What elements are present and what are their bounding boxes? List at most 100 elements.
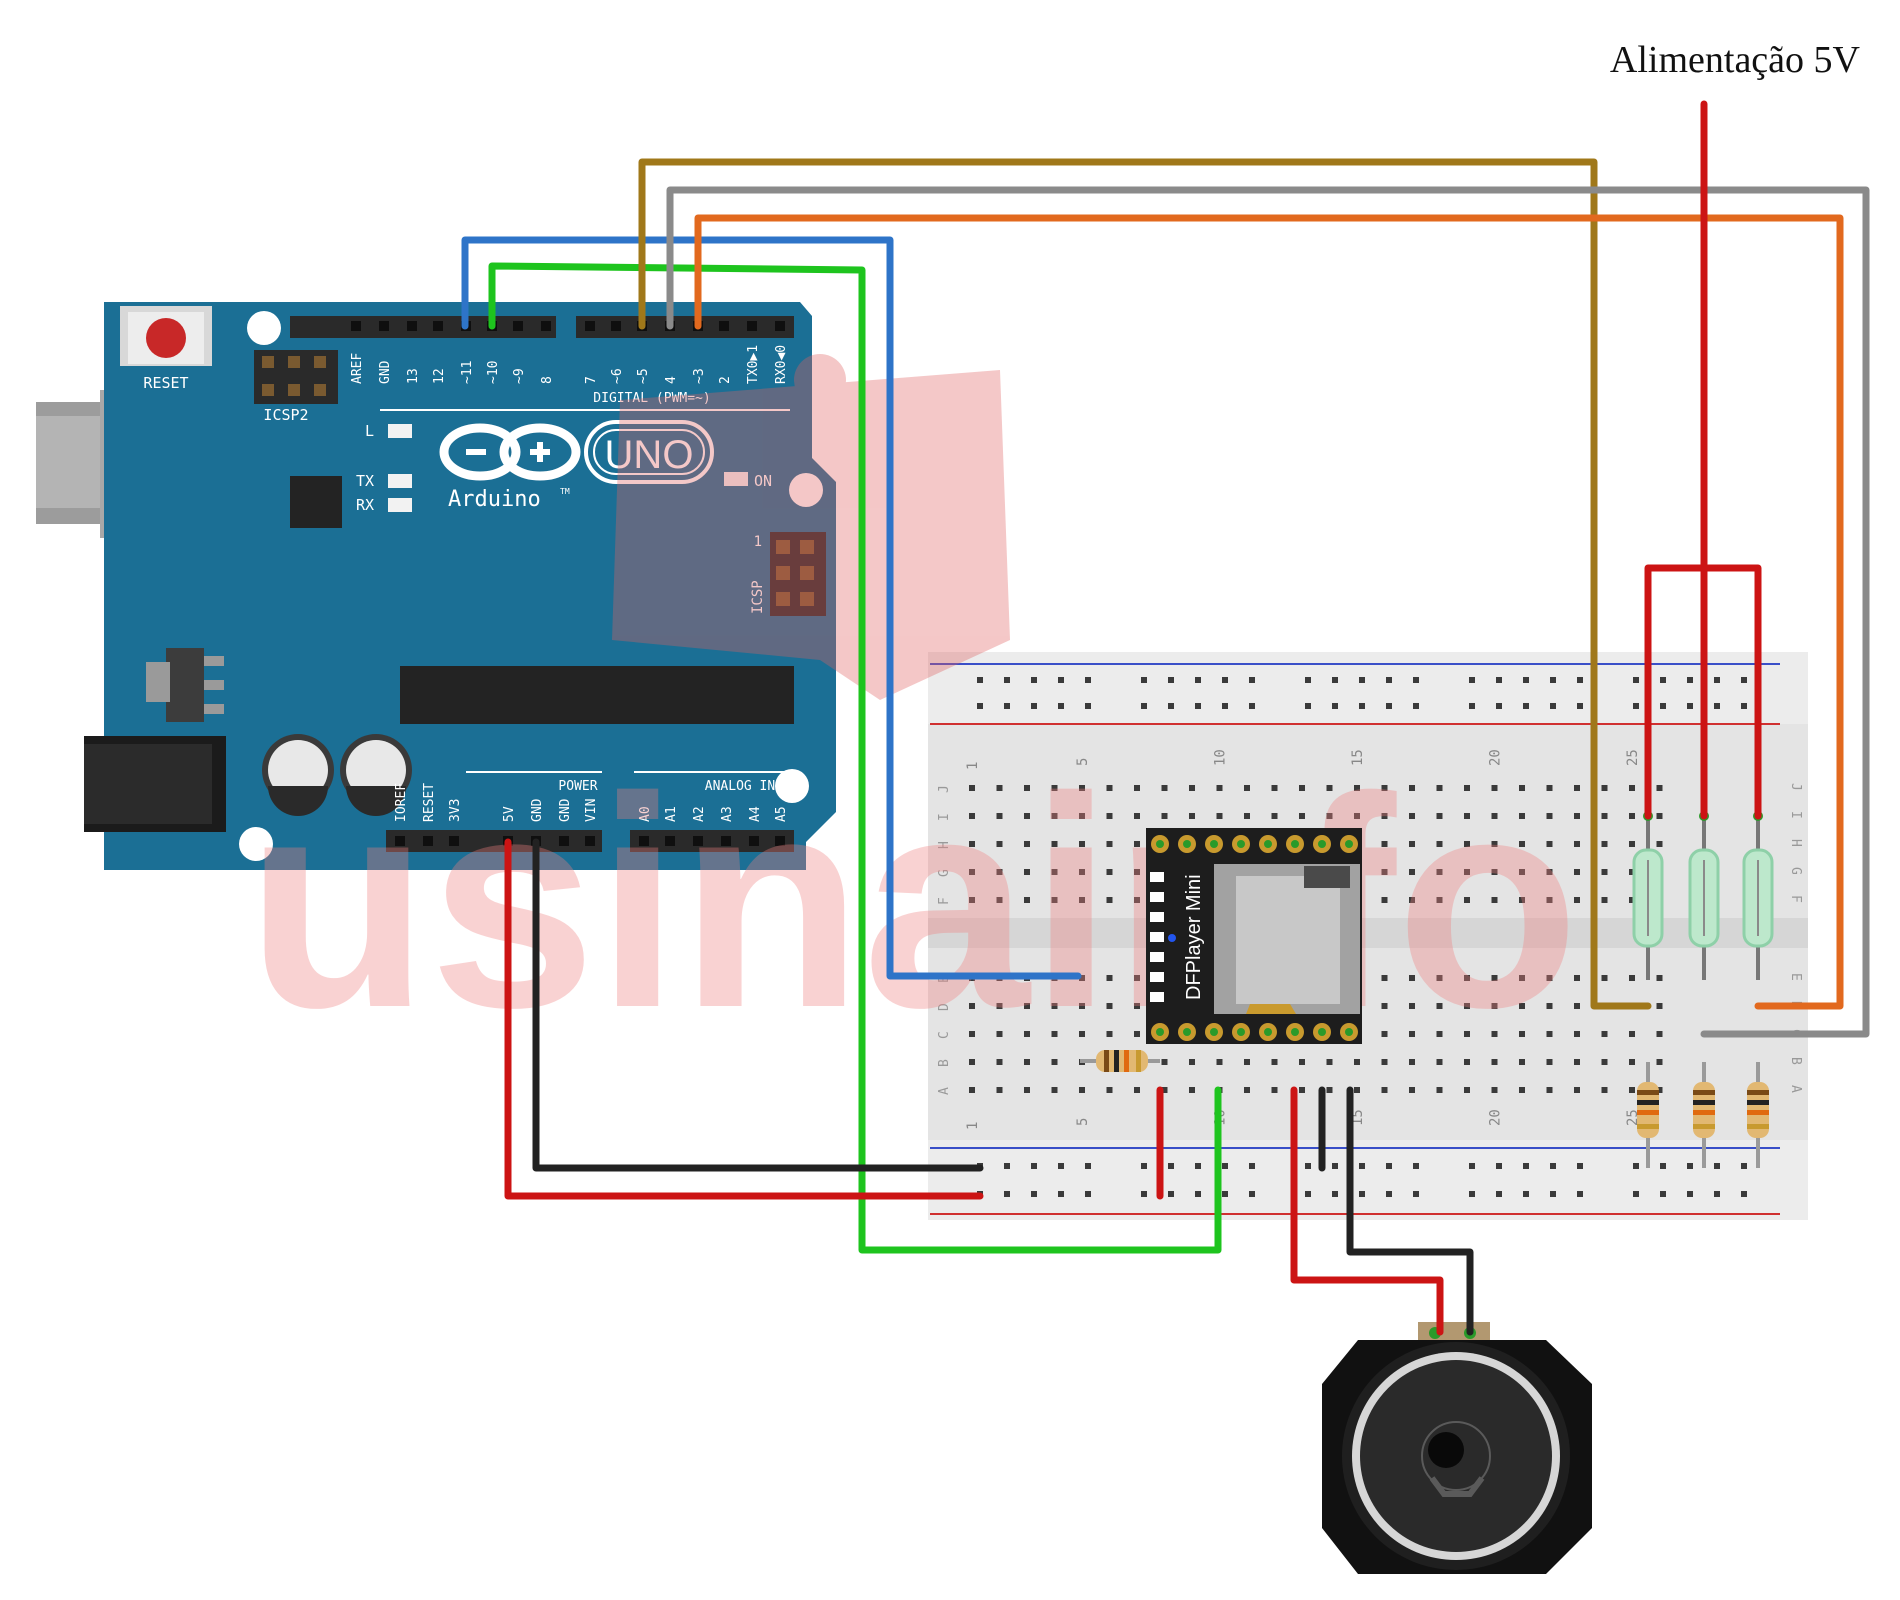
- breadboard-hole: [1464, 869, 1470, 875]
- row-letter-right: I: [1788, 811, 1803, 819]
- rail-hole: [1714, 703, 1720, 709]
- rail-hole: [1413, 1191, 1419, 1197]
- breadboard-hole: [996, 897, 1003, 903]
- breadboard-hole: [969, 897, 975, 903]
- breadboard-hole: [1024, 869, 1030, 875]
- breadboard-hole: [1491, 897, 1498, 903]
- dfplayer-side-pad: [1150, 972, 1164, 982]
- breadboard-hole: [1436, 785, 1443, 791]
- breadboard-hole: [1024, 1031, 1030, 1037]
- rail-hole: [1031, 703, 1037, 709]
- breadboard-hole: [1574, 897, 1580, 903]
- rail-hole: [1195, 1163, 1201, 1169]
- breadboard-hole: [1381, 1059, 1388, 1065]
- breadboard-hole: [996, 785, 1003, 791]
- breadboard-hole: [1601, 785, 1608, 791]
- row-letter-left: B: [937, 1059, 952, 1067]
- capacitor-right: [340, 734, 412, 816]
- digital-pin-label: 12: [432, 368, 447, 384]
- breadboard-hole: [1491, 1087, 1498, 1093]
- breadboard-hole: [1051, 1059, 1058, 1065]
- breadboard-hole: [1409, 841, 1415, 847]
- breadboard-hole: [1629, 869, 1635, 875]
- breadboard-hole: [1656, 1031, 1663, 1037]
- breadboard-hole: [1491, 869, 1498, 875]
- breadboard-hole: [969, 869, 975, 875]
- rail-hole: [1550, 1191, 1556, 1197]
- breadboard-hole: [1051, 841, 1058, 847]
- power-pin-socket: [585, 836, 595, 846]
- breadboard-hole: [1436, 1059, 1443, 1065]
- rail-hole: [1687, 703, 1693, 709]
- column-number-bottom: 20: [1488, 1109, 1504, 1126]
- breadboard-hole: [1574, 1031, 1580, 1037]
- rail-hole: [1633, 1163, 1639, 1169]
- breadboard-hole: [1491, 1059, 1498, 1065]
- breadboard-hole: [1189, 813, 1195, 819]
- breadboard-hole: [1216, 1059, 1223, 1065]
- breadboard-hole: [1519, 975, 1525, 981]
- breadboard-hole: [1656, 975, 1663, 981]
- rail-hole: [1469, 677, 1475, 683]
- pull-down-resistors: [1637, 1062, 1769, 1168]
- breadboard-hole: [969, 785, 975, 791]
- breadboard-hole: [996, 1087, 1003, 1093]
- breadboard-hole: [1161, 785, 1168, 791]
- breadboard-hole: [1464, 897, 1470, 903]
- rail-hole: [1469, 1163, 1475, 1169]
- rail-hole: [1168, 677, 1174, 683]
- digital-pin-socket: [585, 321, 595, 331]
- rail-hole: [1469, 703, 1475, 709]
- led-l: [388, 424, 412, 438]
- breadboard-hole: [1519, 785, 1525, 791]
- breadboard-hole: [1079, 1031, 1085, 1037]
- rail-hole: [977, 703, 983, 709]
- rail-hole: [1550, 1163, 1556, 1169]
- breadboard-hole: [1079, 813, 1085, 819]
- rail-hole: [1550, 677, 1556, 683]
- rail-hole: [1305, 1191, 1311, 1197]
- breadboard-hole: [1024, 841, 1030, 847]
- breadboard-hole: [1656, 785, 1663, 791]
- breadboard-hole: [1409, 813, 1415, 819]
- rail-hole: [1523, 1163, 1529, 1169]
- digital-pin-label: GND: [378, 360, 393, 384]
- icsp-pin1-label: 1: [754, 534, 762, 550]
- rail-hole: [1359, 1163, 1365, 1169]
- breadboard-hole: [969, 1031, 975, 1037]
- column-number-top: 20: [1488, 749, 1504, 766]
- breadboard-hole: [1079, 1087, 1085, 1093]
- digital-pin-socket: [611, 321, 621, 331]
- breadboard-hole: [1601, 897, 1608, 903]
- power-pin-socket: [775, 836, 785, 846]
- breadboard-hole: [1574, 841, 1580, 847]
- wire-orange-pin3: [694, 214, 1844, 1010]
- breadboard-hole: [1491, 1031, 1498, 1037]
- rail-hole: [1141, 703, 1147, 709]
- digital-pin-socket: [351, 321, 361, 331]
- rail-hole: [1687, 1163, 1693, 1169]
- row-letter-left: I: [937, 813, 952, 821]
- breadboard-hole: [1629, 1059, 1635, 1065]
- rail-hole: [1577, 1191, 1583, 1197]
- analog-pin-label: A5: [774, 806, 789, 822]
- breadboard-hole: [1436, 869, 1443, 875]
- rail-hole: [1633, 1191, 1639, 1197]
- rail-hole: [1004, 677, 1010, 683]
- breadboard-hole: [1051, 813, 1058, 819]
- breadboard-hole: [1326, 1059, 1333, 1065]
- wires: [461, 100, 1870, 1336]
- breadboard-hole: [1656, 1059, 1663, 1065]
- breadboard-hole: [1299, 1059, 1305, 1065]
- breadboard-hole: [1051, 1003, 1058, 1009]
- arduino-logo: [439, 423, 581, 481]
- rail-hole: [1305, 1163, 1311, 1169]
- analog-pin-label: A4: [748, 806, 763, 822]
- rail-hole: [1249, 1163, 1255, 1169]
- column-number-top: 1: [965, 762, 981, 770]
- rail-hole: [1141, 1191, 1147, 1197]
- power-pin-label: RESET: [422, 783, 437, 822]
- digital-pin-socket: [407, 321, 417, 331]
